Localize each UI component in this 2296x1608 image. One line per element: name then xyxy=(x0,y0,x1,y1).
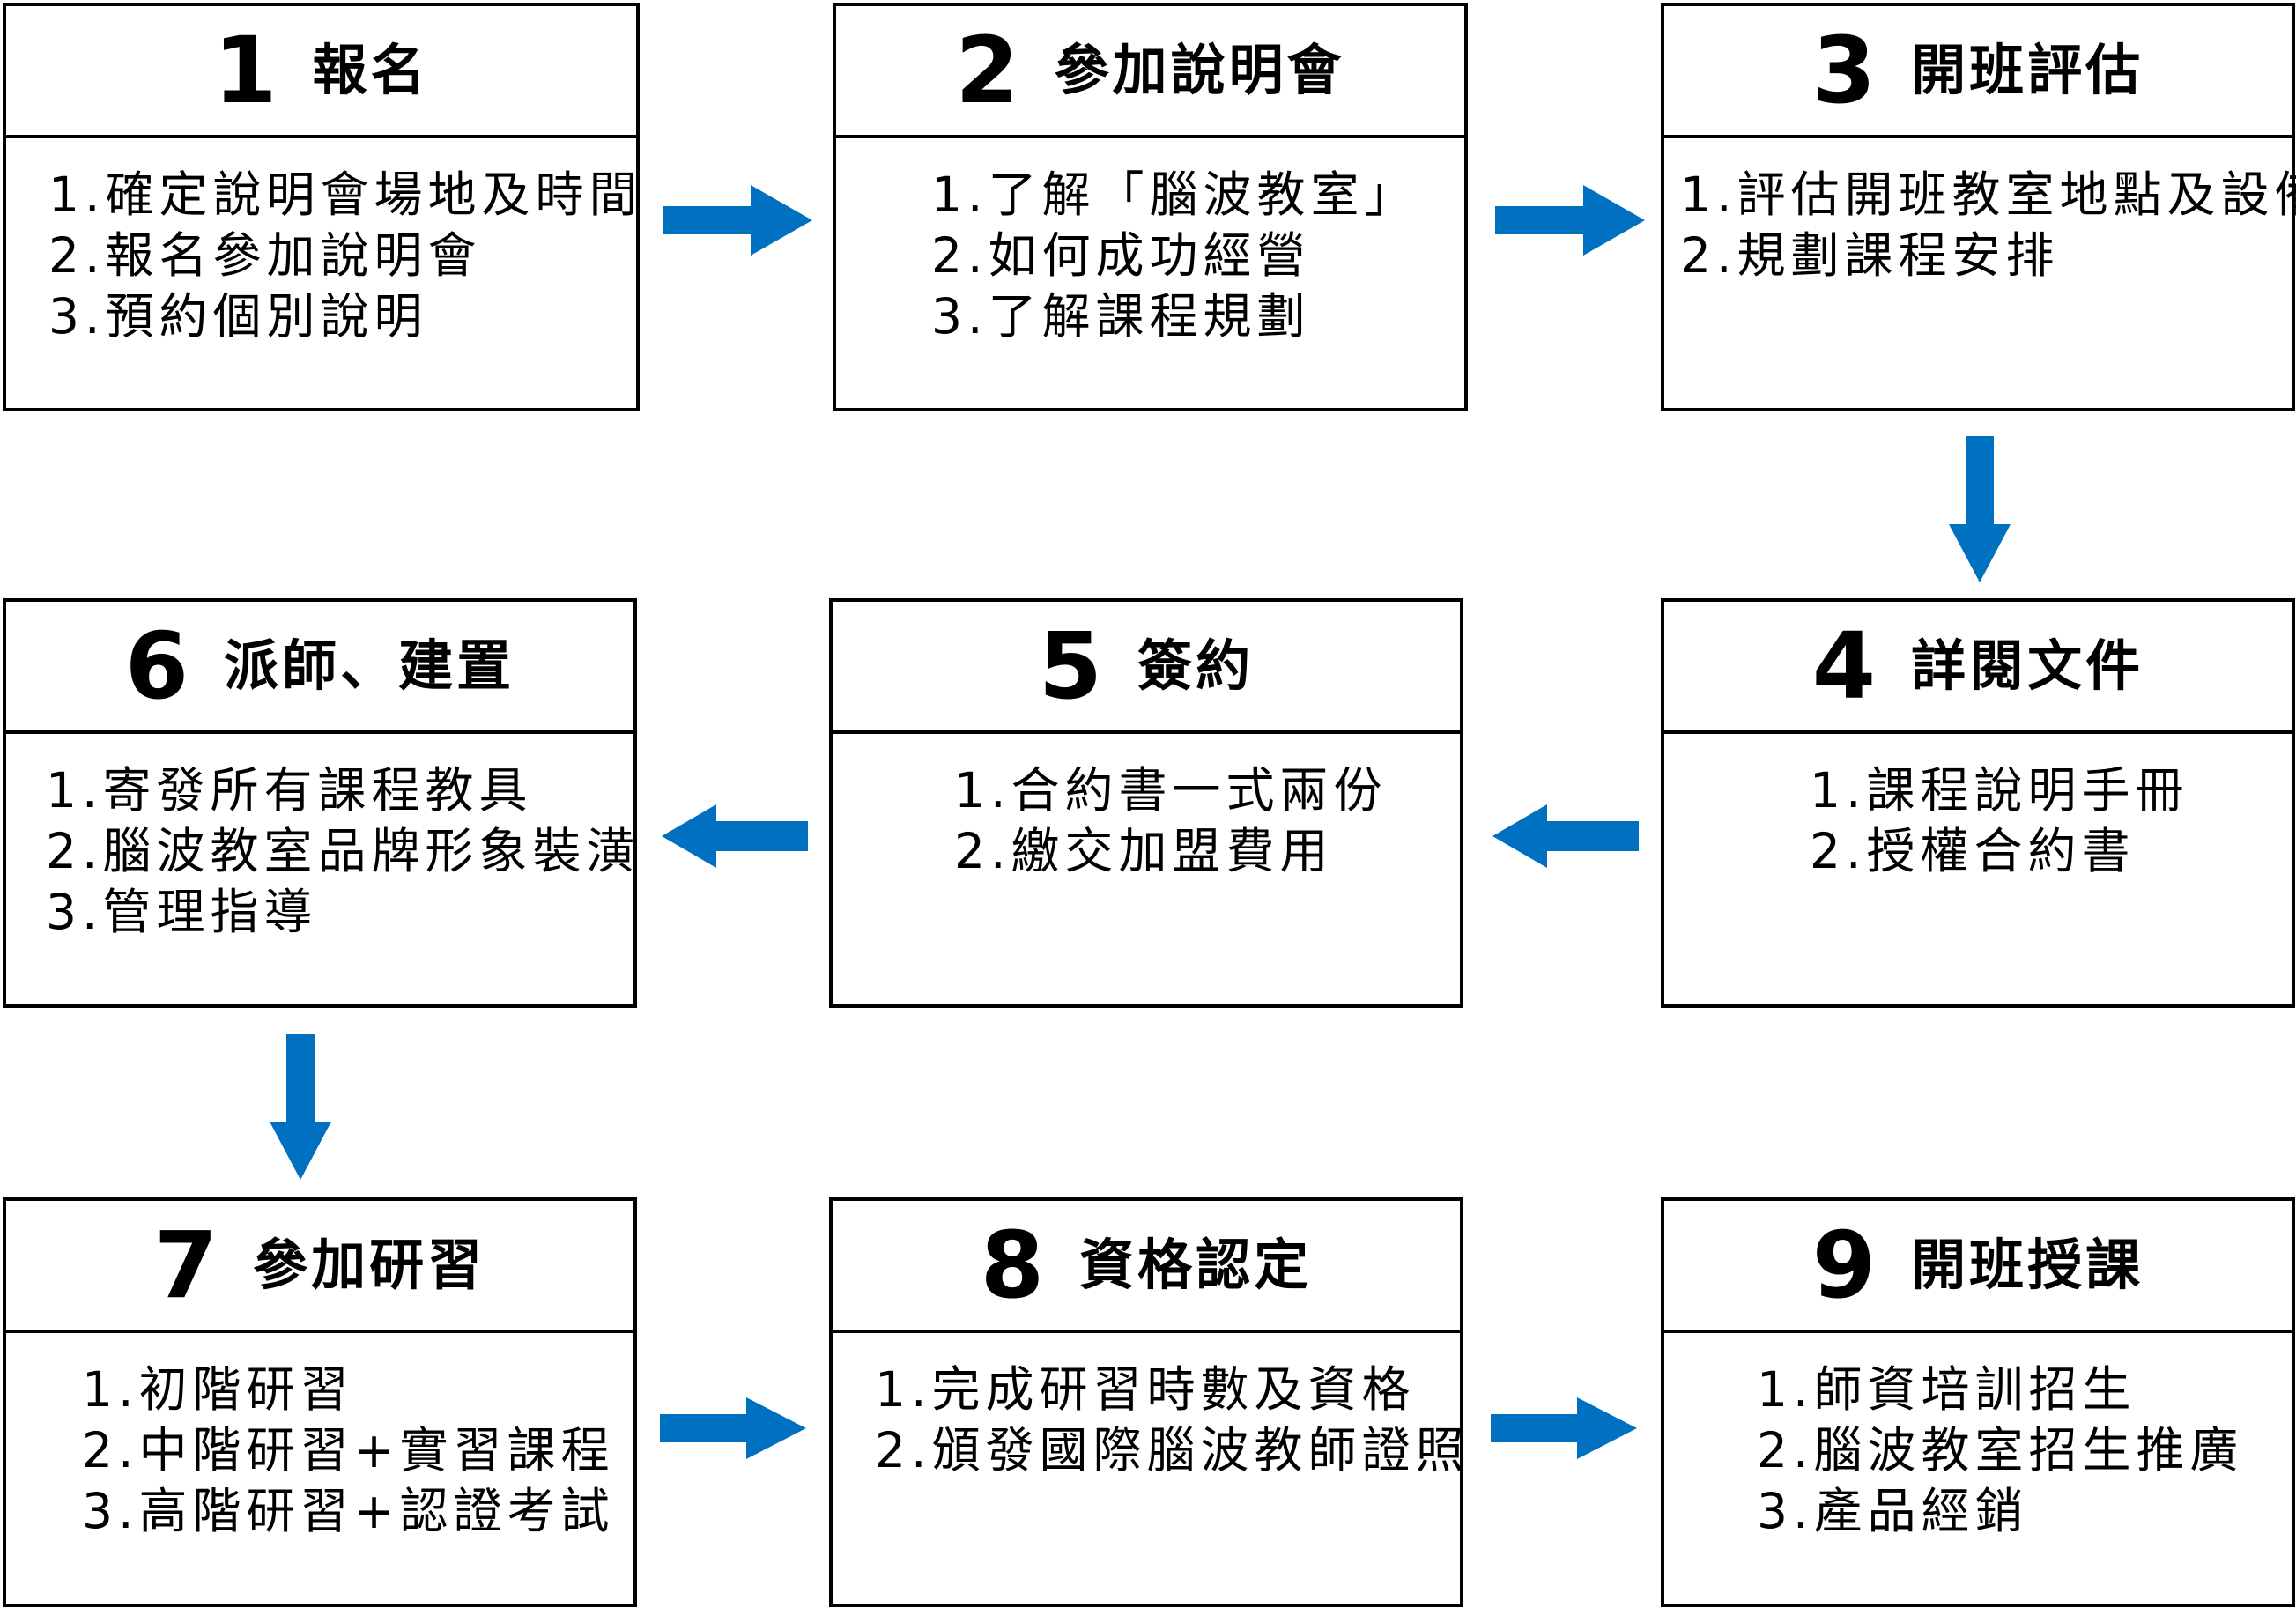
arrow-3-to-4 xyxy=(1949,436,2011,582)
step-item: 2.腦波教室招生推廣 xyxy=(1757,1422,2244,1478)
step-item: 1.合約書一式兩份 xyxy=(954,762,1388,819)
step-number: 5 xyxy=(1038,612,1103,720)
arrow-5-to-6 xyxy=(662,804,808,868)
step-item: 1.課程說明手冊 xyxy=(1810,762,2189,819)
step-item: 2.繳交加盟費用 xyxy=(954,823,1334,879)
step-item: 1.確定說明會場地及時間 xyxy=(48,167,643,223)
step-title: 參加研習 xyxy=(253,1233,486,1297)
step-item: 1.師資培訓招生 xyxy=(1757,1361,2137,1418)
step-item: 2.頒發國際腦波教師證照 xyxy=(875,1422,1470,1478)
step-header: 2 參加說明會 xyxy=(836,6,1464,138)
step-title: 參加說明會 xyxy=(1054,38,1345,102)
step-header: 9 開班授課 xyxy=(1664,1201,2292,1333)
step-title: 報名 xyxy=(312,38,429,102)
step-item: 2.報名參加說明會 xyxy=(48,227,482,284)
arrow-8-to-9 xyxy=(1491,1397,1637,1459)
step-item: 1.評估開班教室地點及設備 xyxy=(1680,167,2296,223)
step-number: 4 xyxy=(1811,612,1877,720)
step-item: 1.了解「腦波教室」 xyxy=(931,167,1418,223)
step-item: 3.預約個別說明 xyxy=(48,288,428,345)
step-header: 8 資格認定 xyxy=(833,1201,1460,1333)
step-item: 1.初階研習 xyxy=(82,1361,354,1418)
step-item: 3.高階研習+認證考試 xyxy=(82,1483,615,1539)
arrow-7-to-8 xyxy=(660,1397,806,1459)
step-title: 開班評估 xyxy=(1911,38,2144,102)
step-title: 資格認定 xyxy=(1079,1233,1313,1297)
step-header: 7 參加研習 xyxy=(6,1201,633,1333)
step-title: 派師、建置 xyxy=(224,634,515,698)
step-number: 9 xyxy=(1811,1212,1877,1319)
step-item: 2.腦波教室品牌形象裝潢 xyxy=(46,823,641,879)
step-header: 3 開班評估 xyxy=(1664,6,2292,138)
step-header: 6 派師、建置 xyxy=(6,602,633,734)
arrow-1-to-2 xyxy=(663,185,812,256)
step-item: 2.中階研習+實習課程 xyxy=(82,1422,615,1478)
step-item: 2.如何成功經營 xyxy=(931,227,1311,284)
step-item: 2.授權合約書 xyxy=(1810,823,2136,879)
step-number: 3 xyxy=(1811,17,1877,124)
arrow-2-to-3 xyxy=(1495,185,1645,256)
step-item: 1.完成研習時數及資格 xyxy=(875,1361,1416,1418)
arrow-6-to-7 xyxy=(270,1034,331,1180)
step-number: 2 xyxy=(955,17,1019,124)
step-header: 5 簽約 xyxy=(833,602,1460,734)
step-item: 2.規劃課程安排 xyxy=(1680,227,2060,284)
step-number: 1 xyxy=(213,17,278,124)
step-header: 1 報名 xyxy=(6,6,636,138)
step-item: 3.管理指導 xyxy=(46,884,318,940)
step-title: 詳閱文件 xyxy=(1911,634,2144,698)
step-title: 簽約 xyxy=(1137,634,1255,698)
step-number: 6 xyxy=(124,612,189,720)
step-number: 8 xyxy=(980,1212,1045,1319)
step-number: 7 xyxy=(153,1212,218,1319)
arrow-4-to-5 xyxy=(1492,804,1639,868)
step-header: 4 詳閱文件 xyxy=(1664,602,2292,734)
step-item: 3.了解課程規劃 xyxy=(931,288,1311,345)
step-item: 1.寄發所有課程教具 xyxy=(46,762,533,819)
step-item: 3.產品經銷 xyxy=(1757,1483,2029,1539)
step-title: 開班授課 xyxy=(1911,1233,2144,1297)
